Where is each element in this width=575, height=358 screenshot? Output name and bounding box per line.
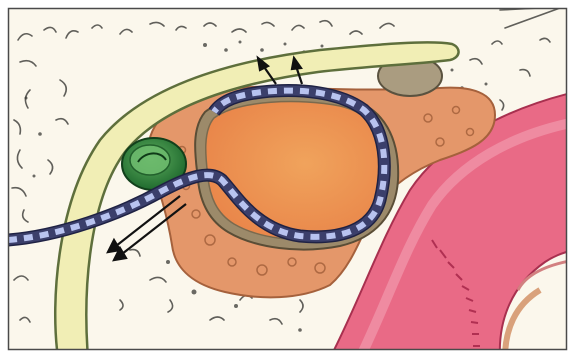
endoscopic-drainage-illustration — [0, 0, 575, 358]
anatomical-illustration-frame — [0, 0, 575, 358]
